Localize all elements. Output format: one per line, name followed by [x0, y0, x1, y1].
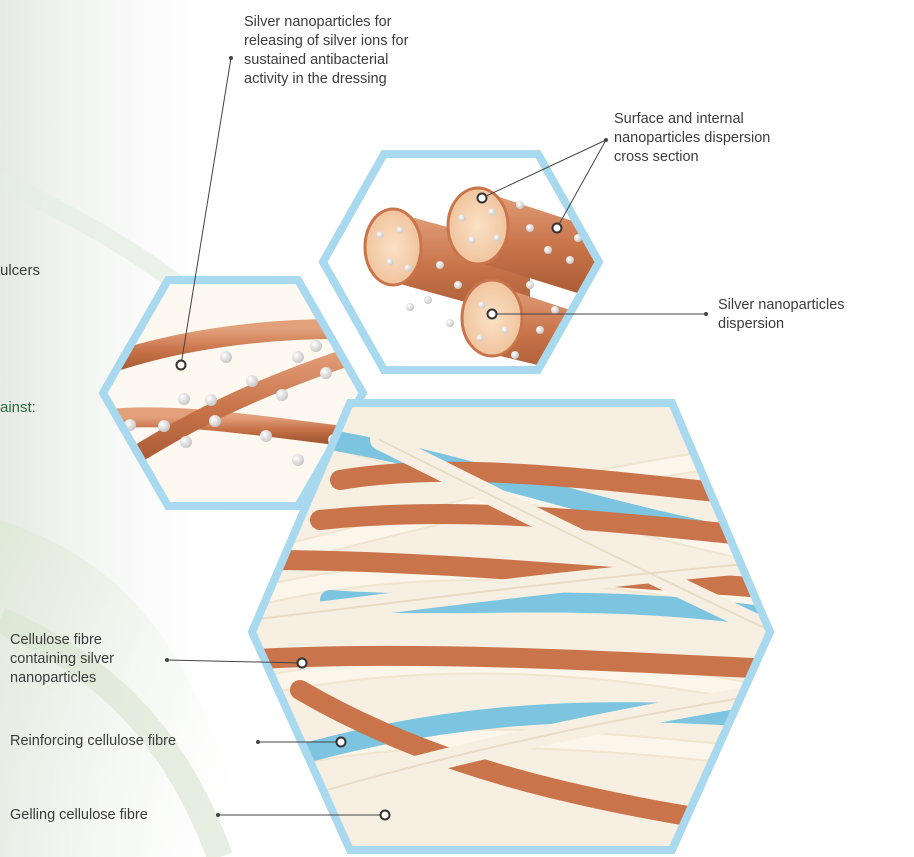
label-gelling: Gelling cellulose fibre [10, 806, 148, 825]
target-ring-reinforcing [337, 738, 346, 747]
label-dispersion: Silver nanoparticles dispersion [718, 296, 845, 334]
label-cross-section: Surface and internal nanoparticles dispe… [614, 110, 770, 167]
hexagon-fibre-mesh [240, 403, 790, 850]
hexagon-cross-section [323, 154, 600, 380]
target-ring-cross-section-b [553, 224, 562, 233]
target-ring-dispersion [488, 310, 497, 319]
target-ring-silver-ions [177, 361, 186, 370]
target-ring-cross-section-a [478, 194, 487, 203]
target-ring-gelling [381, 811, 390, 820]
label-reinforcing: Reinforcing cellulose fibre [10, 732, 176, 751]
label-cellulose-silver: Cellulose fibre containing silver nanopa… [10, 631, 114, 688]
text-fragment-ulcers: ulcers [0, 262, 40, 279]
text-fragment-against: ainst: [0, 399, 36, 416]
target-ring-cellulose-silver [298, 659, 307, 668]
label-silver-ions: Silver nanoparticles for releasing of si… [244, 13, 408, 89]
